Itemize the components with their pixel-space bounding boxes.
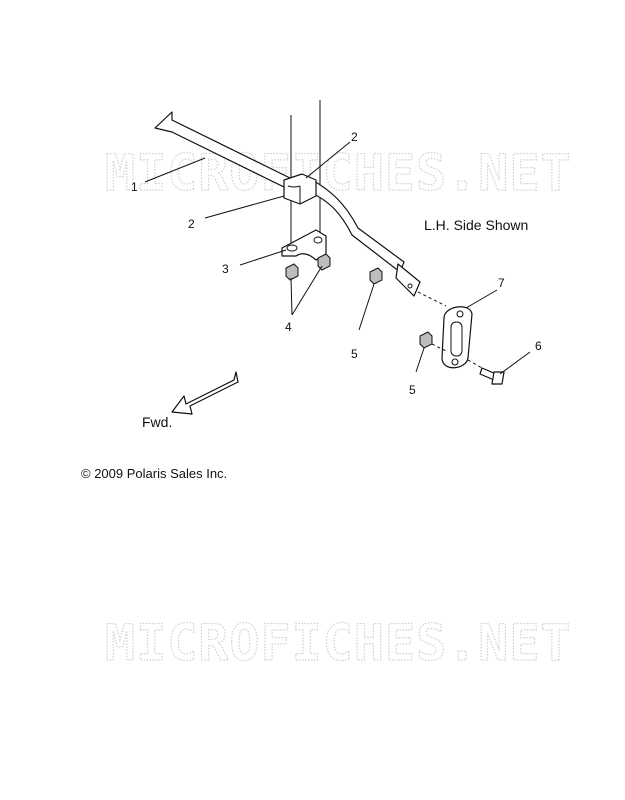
nut (317, 253, 331, 271)
callout-2-left: 2 (188, 217, 195, 231)
link (441, 306, 473, 369)
side-note: L.H. Side Shown (424, 217, 528, 233)
nut (369, 267, 383, 285)
callout-5-lower: 5 (409, 383, 416, 397)
direction-label: Fwd. (142, 414, 172, 430)
bushing (283, 173, 317, 205)
assembly-line (431, 343, 449, 353)
callout-4: 4 (285, 320, 292, 334)
stabilizer-bar (154, 111, 421, 297)
watermark-top: MICROFICHES.NET (105, 144, 572, 202)
callout-5-upper: 5 (351, 347, 358, 361)
forward-arrow (171, 371, 239, 415)
bolt (479, 367, 505, 385)
copyright-notice: © 2009 Polaris Sales Inc. (81, 466, 227, 481)
callout-7: 7 (498, 276, 505, 290)
callout-1: 1 (131, 180, 138, 194)
leader-lines (144, 141, 531, 375)
bracket (281, 229, 327, 261)
assembly-line (467, 359, 483, 369)
callout-6: 6 (535, 339, 542, 353)
watermark-bottom: MICROFICHES.NET (105, 614, 572, 672)
assembly-line (417, 291, 447, 307)
nut (285, 263, 299, 281)
callout-3: 3 (222, 262, 229, 276)
callout-2-top: 2 (351, 130, 358, 144)
nut (419, 331, 433, 349)
